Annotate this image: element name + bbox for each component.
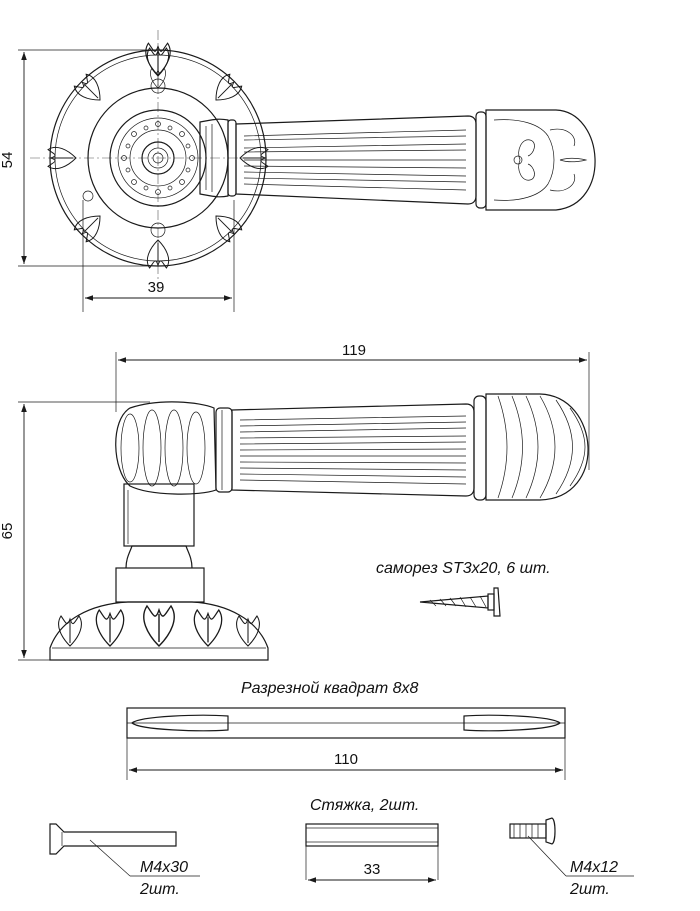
- rosette-ornament: [47, 42, 269, 269]
- dim-119-text: 119: [342, 342, 366, 359]
- dim-110-text: 110: [334, 751, 358, 768]
- lever-top: [199, 109, 596, 211]
- lever-side: [231, 393, 589, 501]
- split-spindle: Разрезной квадрат 8x8 110: [126, 680, 566, 780]
- dim-39-text: 39: [148, 279, 165, 296]
- tie-sleeve: Стяжка, 2шт. 33: [305, 797, 439, 883]
- tie-label: Стяжка, 2шт.: [310, 797, 419, 814]
- dim-rosette-width: 39: [82, 200, 235, 312]
- dim-65-text: 65: [0, 523, 16, 540]
- bolt-short-size: M4x12: [570, 859, 618, 876]
- spindle-label: Разрезной квадрат 8x8: [241, 680, 419, 697]
- top-view: 54 39: [0, 30, 596, 312]
- screw-label: саморез ST3x20, 6 шт.: [376, 560, 551, 577]
- base-rosette: [49, 601, 269, 661]
- knuckle: [115, 401, 233, 495]
- bolt-long-qty: 2шт.: [139, 881, 180, 898]
- dim-handle-height: 65: [0, 401, 150, 661]
- dim-rosette-height: 54: [0, 49, 150, 267]
- neck: [115, 483, 205, 603]
- wood-screw: саморез ST3x20, 6 шт.: [376, 560, 551, 617]
- bolt-long: M4x30 2шт.: [49, 823, 200, 898]
- bolt-short-qty: 2шт.: [569, 881, 610, 898]
- side-view: 119 65: [0, 342, 590, 661]
- dim-33-text: 33: [364, 861, 381, 878]
- dim-54-text: 54: [0, 152, 16, 169]
- bolt-short: M4x12 2шт.: [509, 817, 634, 898]
- dim-handle-length: 119: [115, 342, 590, 470]
- bolt-long-size: M4x30: [140, 859, 188, 876]
